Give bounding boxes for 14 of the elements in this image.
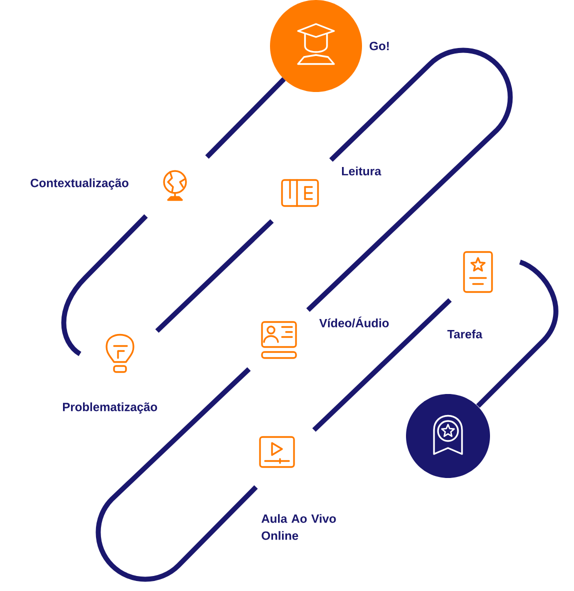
step-label: Leitura	[342, 166, 382, 176]
step-label: Tarefa	[447, 330, 482, 338]
step-label: Go!	[370, 42, 389, 50]
path-line	[306, 48, 513, 312]
path-line	[96, 367, 258, 582]
step-label: Aula Ao Vivo Online	[262, 514, 336, 540]
path-line	[155, 219, 274, 333]
step-label: Problematização	[63, 402, 158, 414]
path-line	[312, 298, 452, 432]
path-line	[476, 260, 558, 408]
step-label: Contextualização	[30, 178, 128, 190]
step-label: Vídeo/Áudio	[319, 316, 389, 328]
path-line	[205, 77, 286, 159]
path-line	[61, 214, 148, 356]
